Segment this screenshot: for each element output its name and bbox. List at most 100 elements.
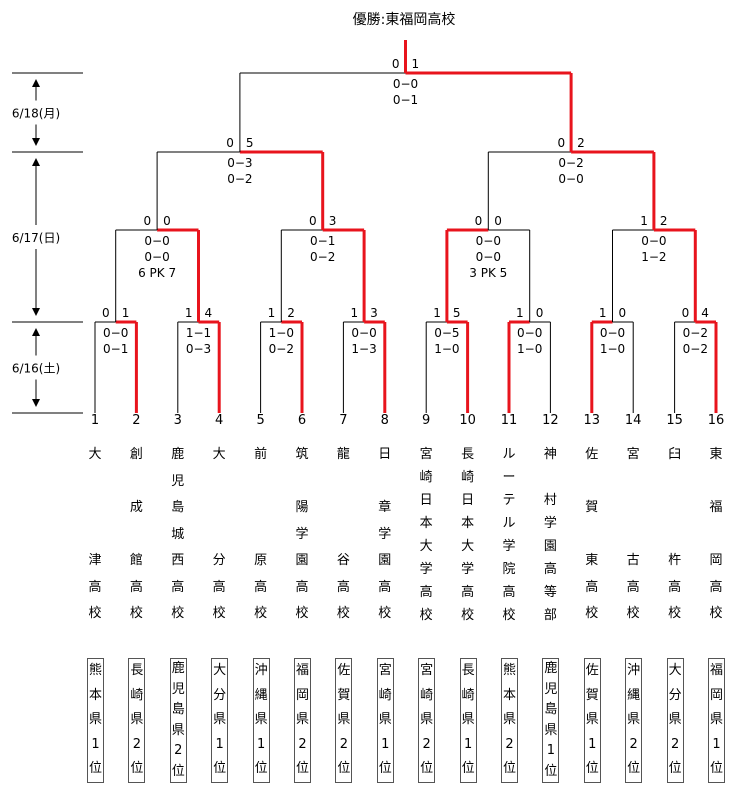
prefecture-char: 位 <box>420 761 434 776</box>
team-seed-number: 14 <box>624 413 642 428</box>
match-half-score: 0−2 <box>683 326 708 340</box>
team-name-char: 等 <box>543 585 557 600</box>
team-name-char: テ <box>502 493 516 508</box>
team-name-char: 高 <box>709 579 723 595</box>
team-seed-number: 2 <box>132 413 141 428</box>
match-score-right: 4 <box>205 306 213 320</box>
team-name-char: 学 <box>295 526 309 542</box>
team-name-char: 高 <box>419 585 433 600</box>
prefecture-char: 崎 <box>378 687 392 703</box>
team-name-char: 鹿 <box>171 447 185 462</box>
team-name-char: 校 <box>129 606 143 621</box>
prefecture-char: 本 <box>502 687 516 703</box>
team-name-char: 大 <box>461 539 475 554</box>
prefecture-char: 福 <box>709 663 723 678</box>
prefecture-char: 宮 <box>378 663 392 678</box>
team-name-char <box>126 475 146 502</box>
team-name-char: 園 <box>295 553 309 568</box>
team-name-char <box>209 475 229 502</box>
team-name-char: 杵 <box>668 553 682 568</box>
prefecture-char: 本 <box>88 687 102 703</box>
team-name: 東福岡高校 <box>706 448 726 634</box>
prefecture-char: 佐 <box>585 663 599 678</box>
prefecture-char: 縄 <box>254 687 268 703</box>
team-name-char <box>665 528 685 555</box>
team-name: 龍谷高校 <box>333 448 353 634</box>
team-seed-number: 12 <box>542 413 559 428</box>
prefecture-char: 県 <box>295 712 309 727</box>
match-half-score: 0−2 <box>227 172 252 186</box>
team-name-char: ー <box>502 470 516 485</box>
prefecture-char: 熊 <box>502 663 516 678</box>
match-score-right: 3 <box>370 306 378 320</box>
team-name-char <box>582 475 602 502</box>
team-name-char <box>333 501 353 528</box>
team-name-char: 高 <box>668 579 682 595</box>
team-name-char: 園 <box>543 539 557 554</box>
prefecture-char: 県 <box>668 712 682 727</box>
prefecture-char: 県 <box>171 722 185 738</box>
team-name: 宮古高校 <box>623 448 643 634</box>
team-name-char: 学 <box>378 526 392 542</box>
prefecture-char: 熊 <box>88 663 102 678</box>
team-name-char: 校 <box>419 608 433 623</box>
team-name: 佐賀東高校 <box>582 448 602 634</box>
match-score-left: 1 <box>640 214 648 228</box>
team-name: 前原高校 <box>251 448 271 634</box>
team-name-char <box>126 528 146 555</box>
team-name-char <box>582 528 602 555</box>
team-name-char <box>85 475 105 502</box>
team-name-char: 児 <box>171 473 185 489</box>
prefecture-char: 県 <box>420 712 434 727</box>
match-score-right: 2 <box>577 136 585 150</box>
prefecture-char: 県 <box>213 712 227 727</box>
team-name-char: 校 <box>336 606 350 621</box>
prefecture-char: 1 <box>712 736 721 752</box>
team-name-char: 高 <box>88 579 102 595</box>
team-name-char: 校 <box>668 606 682 621</box>
prefecture-char: 賀 <box>337 687 351 703</box>
match-score-right: 4 <box>701 306 709 320</box>
team-name: 神村学園高等部 <box>540 448 560 632</box>
match-half-score: 1−0 <box>600 342 625 356</box>
prefecture-char: 2 <box>174 743 183 758</box>
match-half-score: 0−1 <box>103 342 128 356</box>
team-name-char <box>706 475 726 502</box>
team-name-char: 校 <box>88 606 102 621</box>
match-half-score: 1−2 <box>641 250 666 264</box>
team-name-char: 高 <box>129 579 143 595</box>
team-name-char: 岡 <box>709 553 723 568</box>
match-half-score: 0−3 <box>186 342 211 356</box>
team-seed-number: 7 <box>339 413 348 428</box>
team-name-char: 村 <box>543 493 557 508</box>
match-score-left: 1 <box>350 306 358 320</box>
team-seed-number: 5 <box>256 413 265 428</box>
match-half-score: 0−1 <box>393 93 418 107</box>
team-name-char: 前 <box>254 447 268 462</box>
match-score-right: 1 <box>412 57 420 71</box>
team-name-char: 学 <box>419 562 433 577</box>
match-score-left: 1 <box>268 306 276 320</box>
prefecture-char: 沖 <box>627 663 641 678</box>
match-score-right: 5 <box>453 306 461 320</box>
team-name-char <box>665 475 685 502</box>
match-half-score: 0−2 <box>269 342 294 356</box>
match-score-right: 1 <box>122 306 130 320</box>
prefecture-char: 2 <box>505 736 514 752</box>
match-pk-score: 6 PK 7 <box>138 266 176 280</box>
match-score-left: 1 <box>599 306 607 320</box>
team-name-char <box>623 501 643 528</box>
team-name-char: 高 <box>171 579 185 595</box>
team-seed-number: 15 <box>666 413 683 428</box>
date-label: 6/16(土) <box>12 362 60 376</box>
team-name-char: 崎 <box>461 470 475 485</box>
match-half-score: 0−0 <box>600 326 625 340</box>
team-seed-number: 13 <box>583 413 601 428</box>
prefecture-char: 沖 <box>254 663 268 678</box>
prefecture-char: 1 <box>256 736 266 752</box>
team-name-char: 本 <box>461 516 475 531</box>
prefecture-char: 県 <box>88 712 102 727</box>
